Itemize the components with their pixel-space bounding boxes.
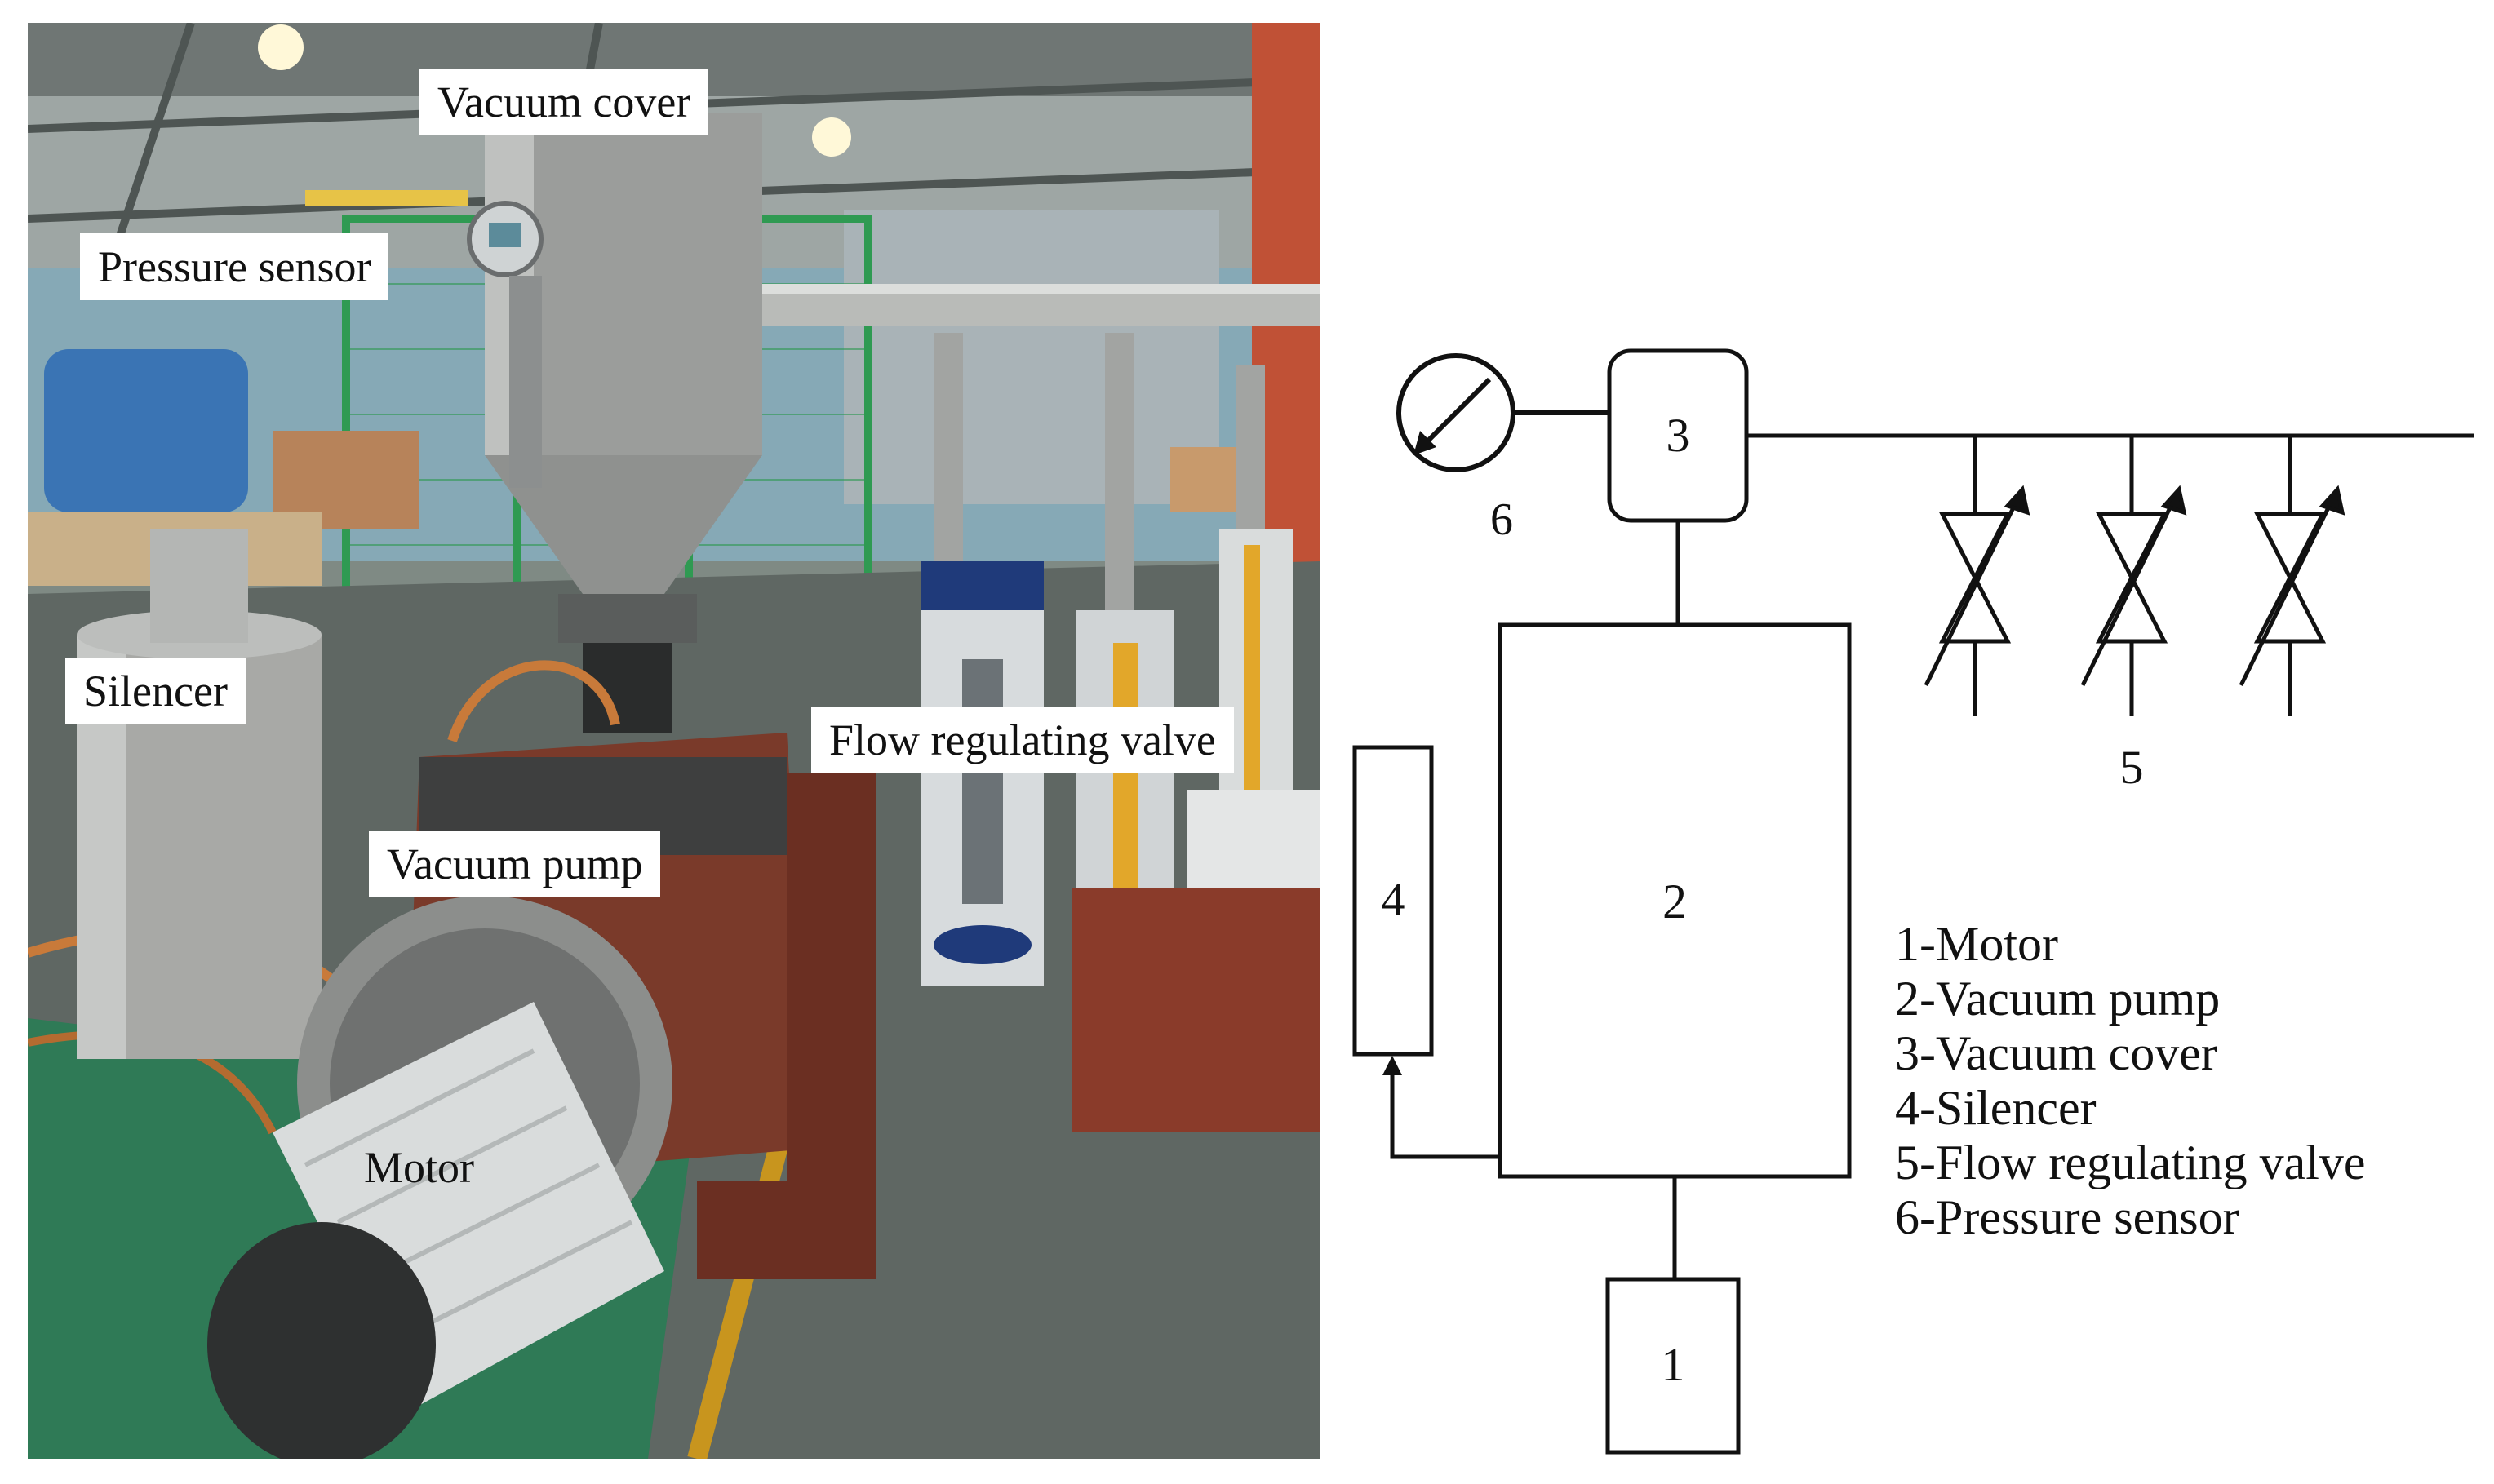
flow-valve-symbol bbox=[2239, 436, 2345, 716]
legend-item: 4-Silencer bbox=[1895, 1081, 2097, 1135]
label-flow-regulating-valve: Flow regulating valve bbox=[811, 707, 1234, 773]
schematic-diagram: 6 3 5 2 4 1 bbox=[1352, 348, 2474, 1455]
vacuum-pump-box bbox=[1498, 622, 1852, 1179]
legend-item: 6-Pressure sensor bbox=[1895, 1190, 2239, 1244]
photo-illustration bbox=[28, 23, 1320, 1459]
pressure-gauge-symbol bbox=[1396, 353, 1515, 472]
label-2: 2 bbox=[1662, 875, 1687, 928]
label-pressure-sensor: Pressure sensor bbox=[80, 233, 389, 300]
flow-valve-symbol bbox=[2080, 436, 2187, 716]
flow-valve-symbol bbox=[1924, 436, 2030, 716]
legend-item: 2-Vacuum pump bbox=[1895, 972, 2221, 1026]
label-motor: Motor bbox=[364, 1143, 474, 1192]
exhaust-arrow bbox=[1382, 1056, 1402, 1075]
label-silencer: Silencer bbox=[65, 658, 246, 724]
test-rig-photo: Vacuum cover Pressure sensor Silencer Fl… bbox=[28, 23, 1320, 1459]
exhaust-line bbox=[1390, 1069, 1500, 1159]
label-3: 3 bbox=[1666, 409, 1690, 462]
label-vacuum-pump: Vacuum pump bbox=[369, 831, 661, 897]
motor-box bbox=[1605, 1277, 1741, 1455]
label-6: 6 bbox=[1490, 494, 1513, 545]
label-vacuum-cover: Vacuum cover bbox=[419, 69, 709, 135]
silencer-box bbox=[1352, 745, 1434, 1057]
legend-item: 1-Motor bbox=[1895, 917, 2058, 971]
legend-item: 5-Flow regulating valve bbox=[1895, 1136, 2366, 1189]
legend: 1-Motor 2-Vacuum pump 3-Vacuum cover 4-S… bbox=[1895, 917, 2366, 1245]
label-4: 4 bbox=[1382, 873, 1405, 926]
label-5: 5 bbox=[2120, 741, 2144, 794]
label-1: 1 bbox=[1662, 1338, 1685, 1391]
legend-item: 3-Vacuum cover bbox=[1895, 1026, 2217, 1080]
